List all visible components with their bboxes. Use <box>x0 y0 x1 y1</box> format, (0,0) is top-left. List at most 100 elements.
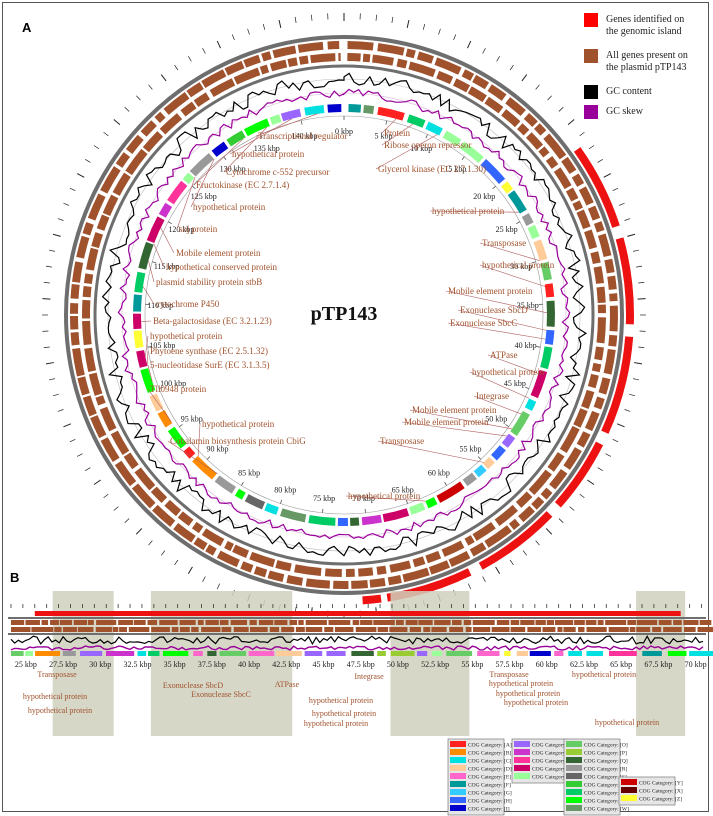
gene-leader-line <box>469 371 530 399</box>
cog-label: COG Category: [U] <box>584 791 628 797</box>
tick-mark <box>482 576 486 582</box>
plasmid-gene <box>125 148 148 176</box>
plasmid-gene <box>240 561 254 573</box>
linear-gene <box>77 627 94 632</box>
plasmid-gene <box>87 193 106 221</box>
plasmid-gene <box>559 425 580 454</box>
plasmid-gene <box>86 247 99 271</box>
plasmid-gene <box>571 173 585 187</box>
tick-mark <box>202 576 206 582</box>
cog-gene <box>510 411 530 436</box>
linear-gene <box>697 627 713 632</box>
plasmid-gene <box>131 483 156 509</box>
gene-leader-line <box>445 290 548 314</box>
linear-cog-gene <box>137 651 147 656</box>
plasmid-gene <box>402 567 430 583</box>
cog-gene <box>442 130 462 147</box>
gene-label: Tll0948 protein <box>150 384 207 394</box>
linear-gene-label: Exonuclease SbcC <box>191 690 251 699</box>
cog-label: COG Category: [Y] <box>639 781 683 787</box>
plasmid-gene <box>140 120 157 137</box>
plasmid-gene <box>396 58 408 69</box>
linear-kbp-label: 35 kbp <box>164 660 186 669</box>
linear-cog-gene <box>193 651 203 656</box>
linear-cog-gene <box>80 651 103 656</box>
plasmid-gene <box>82 395 97 417</box>
kbp-label: 100 kbp <box>160 379 186 388</box>
linear-gene <box>31 627 54 632</box>
gene-leader-line <box>153 243 165 268</box>
cog-gene <box>264 502 279 515</box>
linear-gene <box>95 627 112 632</box>
legend-swatch <box>584 49 598 63</box>
plasmid-gene <box>494 504 518 526</box>
plasmid-gene <box>70 332 80 346</box>
cog-gene <box>530 369 548 399</box>
plasmid-gene <box>604 258 615 274</box>
linear-gene <box>59 620 73 625</box>
plasmid-gene <box>347 41 374 51</box>
tick-mark <box>618 202 625 206</box>
linear-kbp-label: 67.5 kbp <box>644 660 672 669</box>
plasmid-gene <box>90 415 107 439</box>
tick-mark <box>52 393 59 397</box>
plasmid-gene <box>134 467 156 491</box>
linear-kbp-label: 32.5 kbp <box>123 660 151 669</box>
tick-mark <box>45 362 54 365</box>
gene-leader-line <box>487 354 539 374</box>
gene-leader-line <box>147 388 172 422</box>
plasmid-gene <box>99 406 117 432</box>
linear-cog-gene <box>148 651 160 656</box>
kbp-label: 45 kbp <box>504 379 526 388</box>
scale-tick <box>405 499 408 504</box>
gene-label: Phytoene synthase (EC 2.5.1.32) <box>150 346 268 356</box>
island-gene <box>410 568 472 597</box>
scale-tick <box>425 134 428 139</box>
cog-label: COG Category: [W] <box>584 807 629 813</box>
gene-leader-line <box>447 322 546 340</box>
linear-gene <box>258 620 274 625</box>
legend-label: the plasmid pTP143 <box>606 62 687 73</box>
cog-gene <box>425 121 443 136</box>
cog-gene <box>146 216 165 243</box>
linear-gene <box>10 627 31 632</box>
linear-gene-label: hypothetical protein <box>572 670 636 679</box>
plasmid-gene <box>448 551 471 567</box>
linear-cog-gene <box>516 651 528 656</box>
tick-mark <box>438 28 441 35</box>
plasmid-gene <box>324 568 342 577</box>
tick-mark <box>135 528 143 535</box>
cog-gene <box>211 141 229 157</box>
tick-mark <box>522 550 528 556</box>
cog-swatch <box>450 749 466 755</box>
linear-gene <box>472 627 491 632</box>
linear-gene-label: hypothetical protein <box>504 698 568 707</box>
cog-swatch <box>566 781 582 787</box>
plasmid-gene <box>150 486 168 504</box>
plasmid-gene <box>224 540 234 552</box>
linear-cog-gene <box>432 651 442 656</box>
linear-gene <box>585 620 597 625</box>
linear-gene <box>334 627 354 632</box>
cog-label: COG Category: [P] <box>584 751 627 757</box>
gene-label: Fructokinase (EC 2.7.1.4) <box>196 180 289 190</box>
kbp-label: 55 kbp <box>460 445 482 454</box>
linear-gene <box>546 620 554 625</box>
plasmid-gene <box>209 78 236 97</box>
linear-gene <box>62 627 78 632</box>
gene-leader-line <box>479 242 540 261</box>
plasmid-gene <box>345 568 355 577</box>
legend-label: the genomic island <box>606 26 682 37</box>
plasmid-gene <box>83 273 94 284</box>
island-gene <box>615 237 634 325</box>
linear-gene-label: hypothetical protein <box>595 718 659 727</box>
linear-kbp-label: 45 kbp <box>313 660 335 669</box>
cog-gene <box>408 502 426 515</box>
kbp-label: 50 kbp <box>485 414 507 423</box>
cog-gene <box>327 104 342 113</box>
cog-swatch <box>514 741 530 747</box>
cog-swatch <box>566 749 582 755</box>
linear-gene <box>205 620 219 625</box>
linear-gene <box>119 627 127 632</box>
